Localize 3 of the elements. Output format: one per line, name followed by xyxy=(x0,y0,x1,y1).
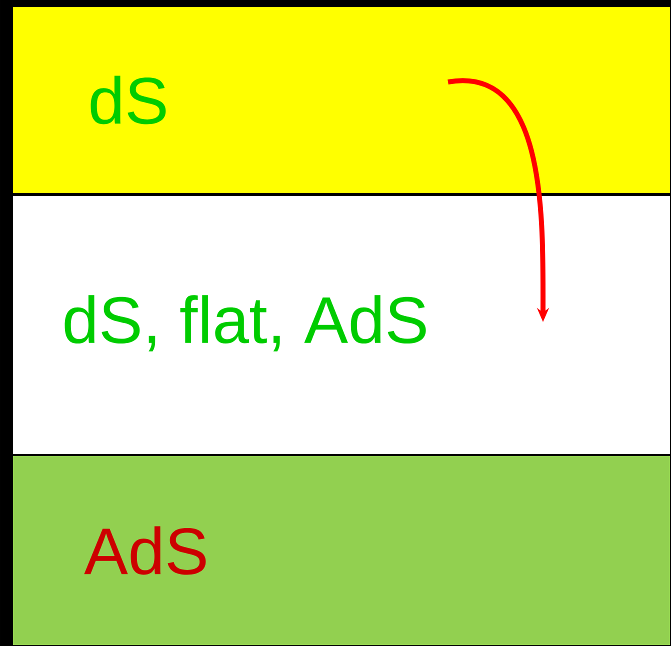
band: dS xyxy=(11,5,671,195)
band: dS, flat, AdS xyxy=(11,194,671,456)
band: AdS xyxy=(11,454,671,646)
